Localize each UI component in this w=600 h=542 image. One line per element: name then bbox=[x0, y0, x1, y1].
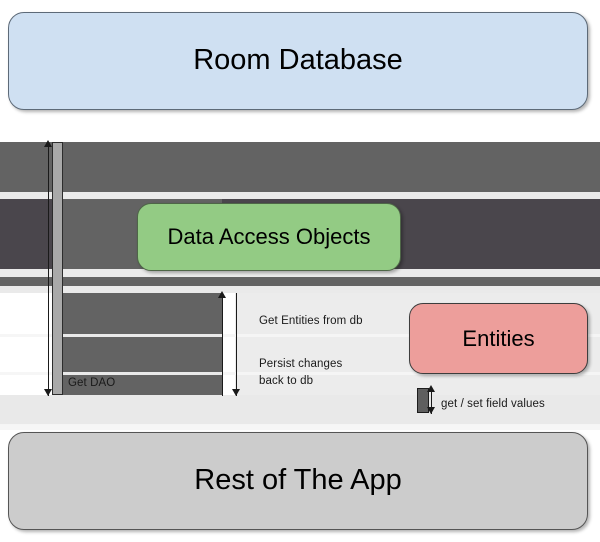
arrowhead-up-icon bbox=[44, 140, 52, 147]
arrowhead-up-icon bbox=[218, 291, 226, 298]
edge-label-get-entities-from-db: Get Entities from db bbox=[259, 315, 363, 327]
scan-streak bbox=[0, 192, 600, 199]
edge-line-get-set-fields bbox=[431, 387, 432, 414]
arrowhead-down-icon bbox=[232, 389, 240, 396]
scan-streak bbox=[0, 286, 600, 293]
node-room-database[interactable]: Room Database bbox=[8, 12, 588, 110]
edge-label-persist-changes-back-to-db: Persist changes back to db bbox=[259, 358, 343, 387]
arrowhead-up-icon bbox=[427, 385, 435, 392]
scan-streak bbox=[0, 424, 600, 430]
node-rest-of-the-app[interactable]: Rest of The App bbox=[8, 432, 588, 530]
arrowhead-down-icon bbox=[427, 407, 435, 414]
edge-line-get-dao bbox=[48, 142, 49, 396]
edge-line-persist-changes bbox=[236, 293, 237, 396]
lifeline-room-database bbox=[52, 142, 63, 395]
edge-label-get-set-field-values: get / set field values bbox=[441, 398, 545, 410]
edge-label-get-dao: Get DAO bbox=[68, 377, 116, 389]
arrowhead-down-icon bbox=[44, 389, 52, 396]
edge-line-get-entities bbox=[222, 293, 223, 396]
activation-bar-entities bbox=[417, 388, 429, 413]
node-data-access-objects[interactable]: Data Access Objects bbox=[137, 203, 401, 271]
node-entities[interactable]: Entities bbox=[409, 303, 588, 374]
